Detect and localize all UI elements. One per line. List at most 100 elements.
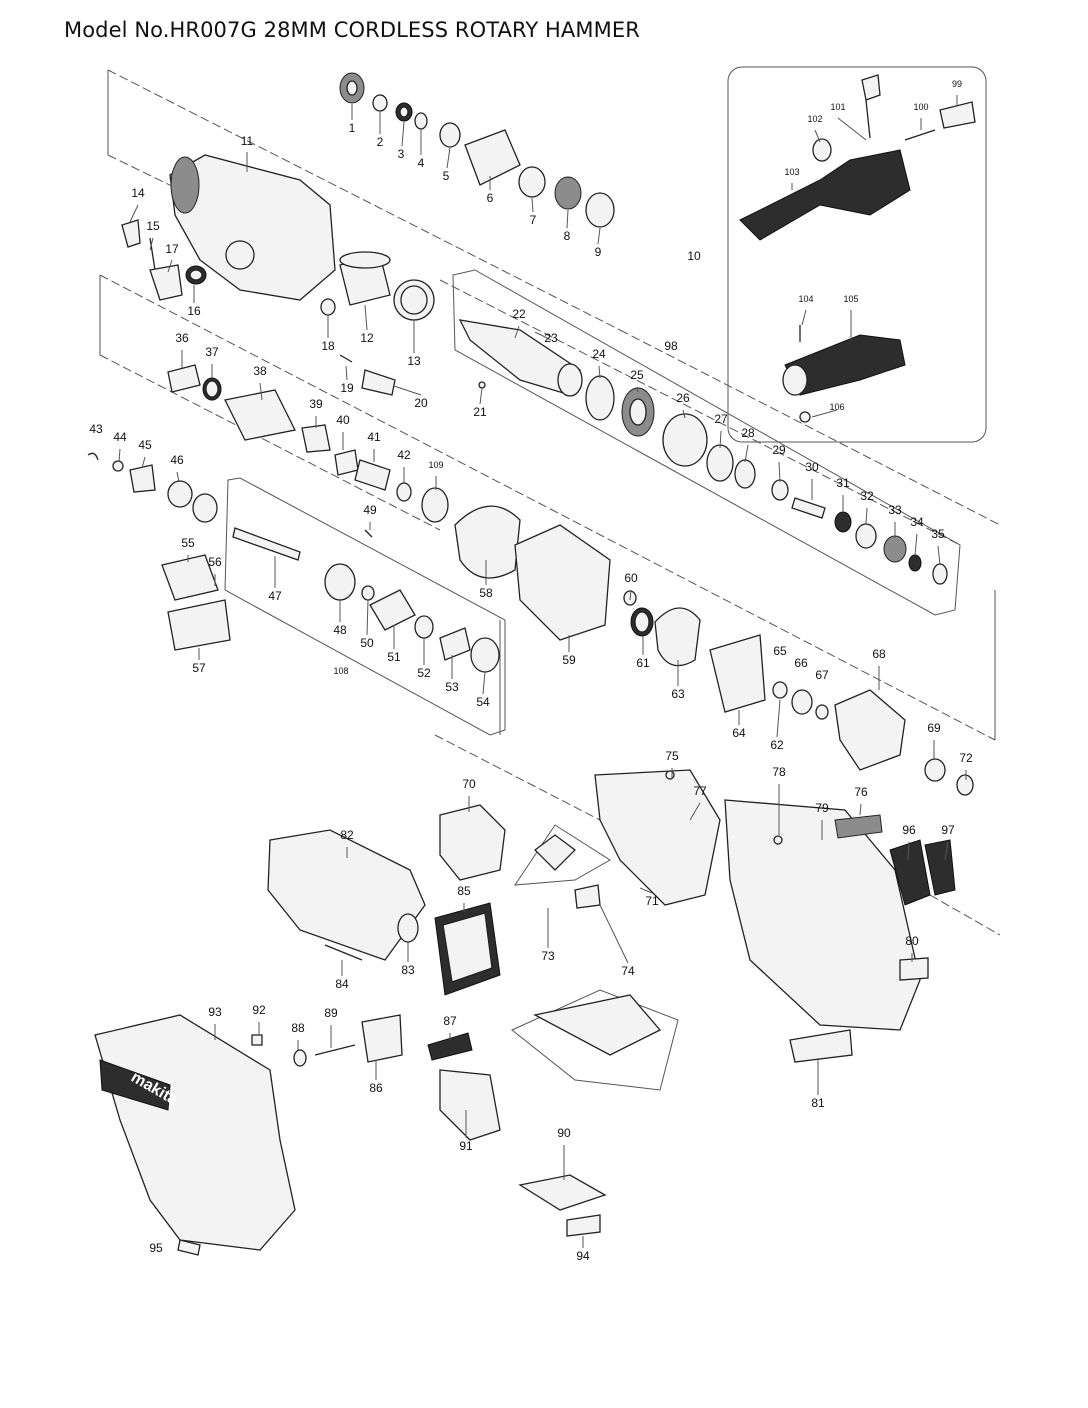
leader-line <box>599 904 629 964</box>
part-number-label: 35 <box>931 527 945 541</box>
part-number-label: 19 <box>340 381 354 395</box>
part-number-label: 55 <box>181 536 195 550</box>
part-number-label: 64 <box>732 726 746 740</box>
leader-line <box>719 430 722 449</box>
leader-line <box>778 461 781 483</box>
part-number-label: 93 <box>208 1005 222 1019</box>
part-number-label: 63 <box>671 687 685 701</box>
part-number-label: 54 <box>476 695 490 709</box>
leader-line <box>534 331 552 341</box>
part-number-label: 15 <box>146 219 160 233</box>
part-number-label: 5 <box>443 169 450 183</box>
part-number-label: 46 <box>170 453 184 467</box>
part-number-label: 51 <box>387 650 401 664</box>
part-number-label: 59 <box>562 653 576 667</box>
part-number-label: 40 <box>336 413 350 427</box>
leader-line <box>176 471 180 483</box>
part-number-label: 50 <box>360 636 374 650</box>
part-number-label: 38 <box>253 364 267 378</box>
leader-line <box>141 456 146 469</box>
leader-line <box>639 887 653 894</box>
leader-line <box>682 409 686 419</box>
part-number-label: 45 <box>138 438 152 452</box>
part-number-label: 100 <box>913 102 928 112</box>
part-number-label: 44 <box>113 430 127 444</box>
part-number-label: 53 <box>445 680 459 694</box>
part-number-label: 87 <box>443 1014 457 1028</box>
part-number-label: 67 <box>815 668 829 682</box>
leader-line <box>129 204 139 223</box>
part-number-label: 62 <box>770 738 784 752</box>
leader-line <box>118 448 121 463</box>
part-number-label: 49 <box>363 503 377 517</box>
part-number-label: 95 <box>149 1241 163 1255</box>
part-number-label: 12 <box>360 331 374 345</box>
part-number-label: 56 <box>208 555 222 569</box>
leader-line <box>345 365 348 381</box>
part-number-label: 37 <box>205 345 219 359</box>
part-number-label: 101 <box>830 102 845 112</box>
leader-line <box>636 386 639 393</box>
part-number-label: 65 <box>773 644 787 658</box>
part-number-label: 52 <box>417 666 431 680</box>
part-number-label: 39 <box>309 397 323 411</box>
part-number-label: 109 <box>428 460 443 470</box>
leader-line <box>259 382 263 401</box>
part-number-label: 70 <box>462 777 476 791</box>
part-number-label: 72 <box>959 751 973 765</box>
leader-line <box>629 589 632 601</box>
leader-line <box>907 841 910 861</box>
part-number-label: 91 <box>459 1139 473 1153</box>
part-number-label: 104 <box>798 294 813 304</box>
leader-line <box>914 533 918 556</box>
part-number-label: 71 <box>645 894 659 908</box>
leader-line <box>944 841 949 861</box>
leader-line <box>566 209 569 229</box>
part-number-label: 73 <box>541 949 555 963</box>
part-number-label: 41 <box>367 430 381 444</box>
part-number-label: 108 <box>333 666 348 676</box>
part-number-label: 81 <box>811 1096 825 1110</box>
part-number-label: 103 <box>784 167 799 177</box>
part-number-label: 6 <box>487 191 494 205</box>
part-number-label: 29 <box>772 443 786 457</box>
part-number-label: 88 <box>291 1021 305 1035</box>
part-number-label: 17 <box>165 242 179 256</box>
part-number-label: 82 <box>340 828 354 842</box>
leader-line <box>859 803 862 816</box>
part-number-label: 57 <box>192 661 206 675</box>
leader-line <box>514 325 520 339</box>
part-number-label: 1 <box>349 121 356 135</box>
part-number-label: 74 <box>621 964 635 978</box>
part-number-label: 13 <box>407 354 421 368</box>
part-number-label: 76 <box>854 785 868 799</box>
accessory-box <box>727 66 987 443</box>
part-number-label: 89 <box>324 1006 338 1020</box>
leader-line <box>744 444 749 463</box>
leader-line <box>364 304 368 331</box>
part-number-label: 86 <box>369 1081 383 1095</box>
leader-line <box>598 365 601 379</box>
leader-line <box>837 117 867 141</box>
leader-line <box>531 197 534 213</box>
part-number-label: 14 <box>131 186 145 200</box>
leader-line <box>937 545 941 566</box>
part-number-label: 16 <box>187 304 201 318</box>
leader-line <box>149 237 154 251</box>
leader-line <box>482 671 486 695</box>
part-number-label: 69 <box>927 721 941 735</box>
part-number-label: 7 <box>530 213 537 227</box>
leader-line <box>479 387 483 405</box>
part-number-label: 84 <box>335 977 349 991</box>
part-number-label: 60 <box>624 571 638 585</box>
part-number-label: 36 <box>175 331 189 345</box>
part-number-label: 23 <box>544 331 558 345</box>
leader-line <box>801 309 807 326</box>
leader-line <box>597 227 601 245</box>
part-number-label: 27 <box>714 412 728 426</box>
spindle-box <box>452 269 961 616</box>
part-number-label: 77 <box>693 784 707 798</box>
leader-line <box>865 507 868 525</box>
